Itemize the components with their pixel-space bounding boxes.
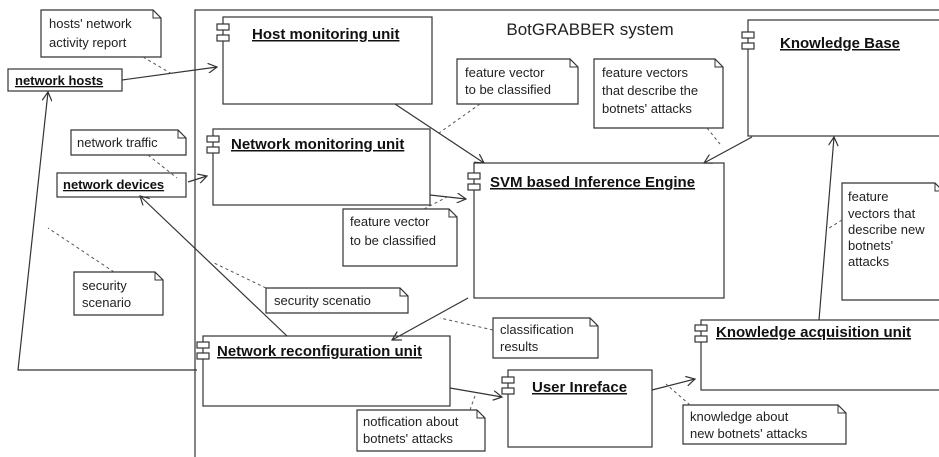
note-knowledge-new: knowledge about new botnets' attacks	[682, 404, 847, 445]
note-security-scenatio: security scenatio	[265, 287, 409, 314]
network-hosts-label: network hosts	[15, 73, 103, 88]
note-feature-vector-2: feature vector to be classified	[342, 208, 458, 267]
svm-engine-label: SVM based Inference Engine	[490, 174, 695, 191]
svg-text:network traffic: network traffic	[77, 135, 158, 150]
network-devices-node[interactable]: network devices	[56, 172, 187, 198]
component-icon	[501, 387, 515, 395]
svg-text:scenario: scenario	[82, 295, 131, 310]
svg-text:feature vector: feature vector	[465, 65, 545, 80]
svg-text:activity report: activity report	[49, 35, 127, 50]
knowledge-acquisition-unit[interactable]: Knowledge acquisition unit	[694, 319, 939, 391]
user-interface-label: User Inreface	[532, 379, 627, 396]
svg-text:knowledge about: knowledge about	[690, 409, 789, 424]
svg-text:feature vector: feature vector	[350, 214, 430, 229]
svg-text:to be classified: to be classified	[465, 82, 551, 97]
arrow-svm-to-reconfig	[392, 297, 469, 340]
svg-text:botnets' attacks: botnets' attacks	[363, 431, 453, 446]
component-icon	[216, 34, 230, 42]
arrow-kb-to-svm	[704, 136, 753, 163]
component-icon	[216, 23, 230, 31]
svg-text:classification: classification	[500, 322, 574, 337]
svg-text:describe new: describe new	[848, 222, 925, 237]
note-notification: notfication about botnets' attacks	[356, 409, 486, 452]
user-interface-unit[interactable]: User Inreface	[501, 369, 653, 448]
knowledge-base-label: Knowledge Base	[780, 35, 900, 52]
svg-text:security: security	[82, 278, 127, 293]
component-icon	[196, 341, 210, 349]
connector-security-scenatio	[211, 261, 267, 289]
network-reconfiguration-label: Network reconfiguration unit	[217, 343, 422, 360]
arrow-ui-to-acquisition	[651, 379, 695, 391]
knowledge-acquisition-label: Knowledge acquisition unit	[716, 324, 911, 341]
connector-fv-1	[438, 103, 481, 134]
component-icon	[467, 183, 481, 191]
system-title: BotGRABBER system	[506, 20, 673, 39]
note-feature-vector-1: feature vector to be classified	[456, 58, 579, 105]
connector-security-left	[47, 227, 115, 273]
svg-text:that describe the: that describe the	[602, 83, 698, 98]
svg-text:botnets': botnets'	[848, 238, 893, 253]
svg-text:new botnets' attacks: new botnets' attacks	[690, 426, 808, 441]
note-security-scenario: security scenario	[73, 271, 164, 316]
knowledge-base[interactable]: Knowledge Base	[741, 19, 939, 137]
svg-text:security scenatio: security scenatio	[274, 293, 371, 308]
component-icon	[467, 172, 481, 180]
component-icon	[196, 352, 210, 360]
component-icon	[206, 146, 220, 154]
component-icon	[694, 324, 708, 332]
arrow-reconfig-to-devices	[140, 196, 288, 337]
svg-text:feature: feature	[848, 189, 888, 204]
arrow-acquisition-to-kb	[818, 137, 834, 321]
arrow-host-to-svm	[394, 103, 484, 163]
component-icon	[206, 135, 220, 143]
component-icon	[694, 335, 708, 343]
arrow-reconfig-to-ui	[449, 387, 502, 397]
arrow-netmon-to-svm	[429, 195, 466, 199]
component-icon	[741, 42, 755, 50]
network-hosts-node[interactable]: network hosts	[7, 68, 123, 92]
note-network-traffic: network traffic	[70, 129, 187, 156]
network-devices-label: network devices	[63, 177, 164, 192]
svg-text:attacks: attacks	[848, 254, 890, 269]
arrow-devices-to-network-monitoring	[187, 176, 207, 182]
connector-hosts-report	[142, 56, 173, 75]
connector-network-traffic	[147, 154, 178, 179]
note-classification-results: classification results	[492, 317, 599, 359]
svg-text:to be classified: to be classified	[350, 233, 436, 248]
svg-text:vectors that: vectors that	[848, 206, 916, 221]
host-monitoring-label: Host monitoring unit	[252, 26, 399, 43]
network-monitoring-unit[interactable]: Network monitoring unit	[206, 128, 431, 206]
note-feature-vectors-attacks: feature vectors that describe the botnet…	[593, 58, 724, 129]
svg-text:notfication about: notfication about	[363, 414, 459, 429]
svg-text:feature vectors: feature vectors	[602, 65, 688, 80]
svg-text:results: results	[500, 339, 539, 354]
svg-text:botnets' attacks: botnets' attacks	[602, 101, 692, 116]
svm-inference-engine[interactable]: SVM based Inference Engine	[467, 162, 725, 299]
component-icon	[501, 376, 515, 384]
network-reconfiguration-unit[interactable]: Network reconfiguration unit	[196, 335, 451, 407]
network-monitoring-label: Network monitoring unit	[231, 136, 404, 153]
connector-fv-2	[423, 196, 448, 210]
host-monitoring-unit[interactable]: Host monitoring unit	[216, 16, 433, 105]
note-hosts-report: hosts' network activity report	[40, 9, 162, 58]
note-feature-vectors-new: feature vectors that describe new botnet…	[841, 182, 939, 301]
arrow-reconfig-to-hosts	[17, 92, 197, 371]
arrow-hosts-to-host-monitoring	[121, 67, 217, 81]
svg-text:hosts' network: hosts' network	[49, 16, 132, 31]
component-icon	[741, 31, 755, 39]
connector-knowledge-new	[665, 383, 691, 406]
